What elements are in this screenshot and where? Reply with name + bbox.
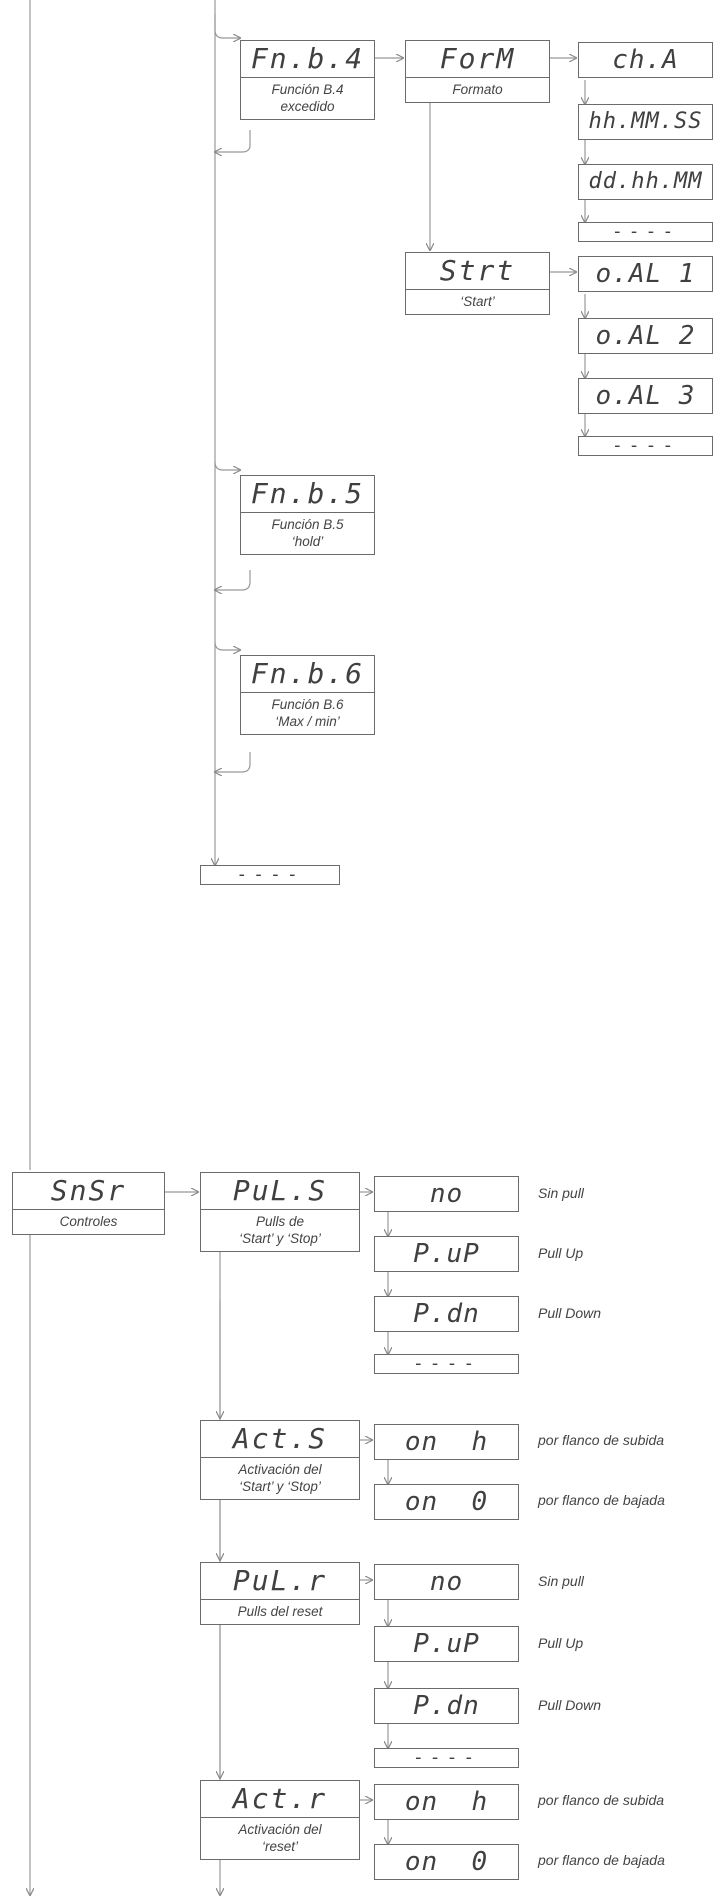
node-desc: ‘Start’: [406, 289, 549, 314]
option-strt-2[interactable]: o.AL 2: [578, 318, 713, 354]
option-puls-end[interactable]: ----: [374, 1354, 519, 1374]
option-actr-on-0[interactable]: on 0: [374, 1844, 519, 1880]
menu-node-form[interactable]: ForM Formato: [405, 40, 550, 103]
menu-node-fnb6[interactable]: Fn.b.6 Función B.6 ‘Max / min’: [240, 655, 375, 735]
note-pull-down-r: Pull Down: [538, 1697, 602, 1713]
node-desc: Pulls del reset: [201, 1599, 359, 1624]
node-code: Fn.b.5: [250, 477, 365, 510]
option-strt-3[interactable]: o.AL 3: [578, 378, 713, 414]
node-code: Fn.b.6: [250, 657, 365, 690]
node-code: Fn.b.4: [250, 42, 365, 75]
option-puls-pdn[interactable]: P.dn: [374, 1296, 519, 1332]
note-pull-up-r: Pull Up: [538, 1635, 584, 1651]
node-desc: Controles: [13, 1209, 164, 1234]
note-sin-pull-r: Sin pull: [538, 1573, 584, 1589]
note-pull-up: Pull Up: [538, 1245, 584, 1261]
option-pulr-pdn[interactable]: P.dn: [374, 1688, 519, 1724]
note-bajada-s: por flanco de bajada: [538, 1492, 665, 1508]
node-code: PuL.S: [232, 1174, 328, 1207]
node-desc: Función B.6 ‘Max / min’: [241, 692, 374, 734]
note-pull-down: Pull Down: [538, 1305, 602, 1321]
menu-node-fnb4[interactable]: Fn.b.4 Función B.4 excedido: [240, 40, 375, 120]
menu-node-puls[interactable]: PuL.S Pulls de ‘Start’ y ‘Stop’: [200, 1172, 360, 1252]
option-pulr-pup[interactable]: P.uP: [374, 1626, 519, 1662]
menu-node-strt[interactable]: Strt ‘Start’: [405, 252, 550, 315]
option-strt-end[interactable]: ----: [578, 436, 713, 456]
menu-node-pulr[interactable]: PuL.r Pulls del reset: [200, 1562, 360, 1625]
menu-node-actr[interactable]: Act.r Activación del ‘reset’: [200, 1780, 360, 1860]
option-pulr-no[interactable]: no: [374, 1564, 519, 1600]
node-code: Act.r: [232, 1782, 328, 1815]
node-desc: Activación del ‘Start’ y ‘Stop’: [201, 1457, 359, 1499]
note-bajada-r: por flanco de bajada: [538, 1852, 665, 1868]
option-form-3[interactable]: dd.hh.MM: [578, 164, 713, 200]
option-form-2[interactable]: hh.MM.SS: [578, 104, 713, 140]
node-code: SnSr: [50, 1174, 127, 1207]
option-acts-on-0[interactable]: on 0: [374, 1484, 519, 1520]
node-code: PuL.r: [232, 1564, 328, 1597]
menu-node-fnb5[interactable]: Fn.b.5 Función B.5 ‘hold’: [240, 475, 375, 555]
node-desc: Función B.4 excedido: [241, 77, 374, 119]
option-acts-on-h[interactable]: on h: [374, 1424, 519, 1460]
option-puls-no[interactable]: no: [374, 1176, 519, 1212]
note-subida-s: por flanco de subida: [538, 1432, 665, 1448]
option-actr-on-h[interactable]: on h: [374, 1784, 519, 1820]
option-form-end[interactable]: ----: [578, 222, 713, 242]
note-subida-r: por flanco de subida: [538, 1792, 665, 1808]
node-desc: Pulls de ‘Start’ y ‘Stop’: [201, 1209, 359, 1251]
node-desc: Activación del ‘reset’: [201, 1817, 359, 1859]
option-strt-1[interactable]: o.AL 1: [578, 256, 713, 292]
note-sin-pull: Sin pull: [538, 1185, 584, 1201]
node-code: Strt: [439, 254, 516, 287]
option-puls-pup[interactable]: P.uP: [374, 1236, 519, 1272]
option-form-1[interactable]: ch.A: [578, 42, 713, 78]
node-code: Act.S: [232, 1422, 328, 1455]
menu-node-snsr[interactable]: SnSr Controles: [12, 1172, 165, 1235]
option-pulr-end[interactable]: ----: [374, 1748, 519, 1768]
node-desc: Formato: [406, 77, 549, 102]
option-fnb-end[interactable]: ----: [200, 865, 340, 885]
menu-node-acts[interactable]: Act.S Activación del ‘Start’ y ‘Stop’: [200, 1420, 360, 1500]
node-desc: Función B.5 ‘hold’: [241, 512, 374, 554]
node-code: ForM: [439, 42, 516, 75]
